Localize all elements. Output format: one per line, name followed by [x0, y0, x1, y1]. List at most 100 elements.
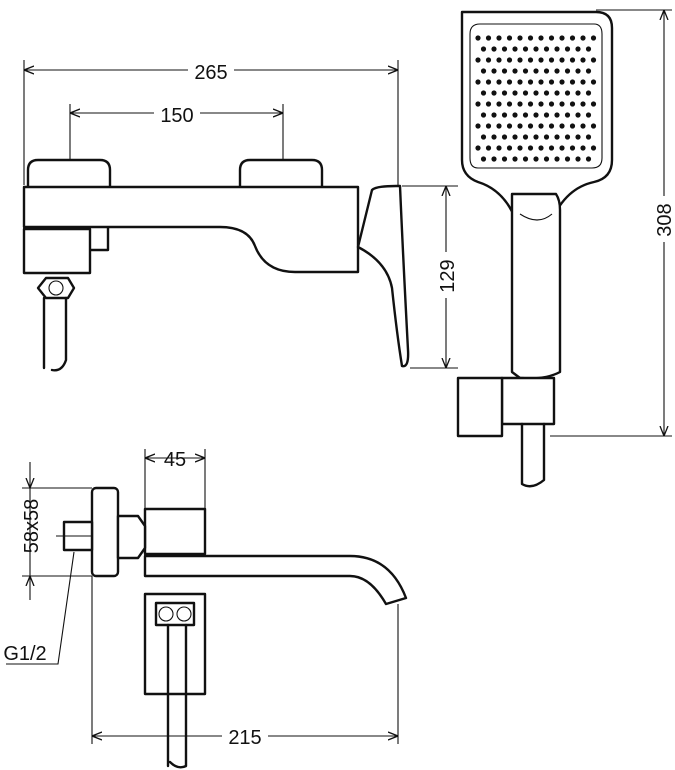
spray-hole: [590, 79, 597, 85]
mixer-lever: [356, 184, 410, 368]
spray-hole: [590, 145, 597, 151]
shower-spray-holes: [475, 35, 597, 162]
spray-hole: [538, 101, 544, 107]
spray-hole: [580, 145, 586, 151]
spray-hole: [496, 57, 502, 63]
spray-hole: [554, 134, 560, 140]
spray-hole: [554, 90, 560, 96]
g12-leader: [6, 551, 75, 665]
spray-hole: [543, 46, 550, 52]
spray-hole: [580, 57, 586, 63]
spray-hole: [517, 123, 523, 129]
spray-hole: [491, 90, 497, 96]
spray-hole: [575, 90, 581, 96]
spray-hole: [506, 79, 513, 85]
spray-hole: [485, 57, 492, 63]
spray-hole: [506, 101, 513, 107]
spray-hole: [485, 145, 492, 151]
spray-hole: [533, 156, 539, 162]
spray-hole: [585, 134, 592, 140]
spray-hole: [575, 68, 581, 74]
spray-hole: [512, 112, 518, 118]
spray-hole: [533, 46, 539, 52]
spray-hole: [569, 35, 576, 41]
spray-hole: [564, 156, 571, 162]
spray-hole: [480, 46, 487, 52]
spray-hole: [522, 112, 529, 118]
spray-hole: [533, 68, 539, 74]
spray-hole: [522, 134, 529, 140]
spray-hole: [485, 35, 492, 41]
spray-hole: [480, 134, 487, 140]
spray-hole: [564, 46, 571, 52]
spray-hole: [501, 46, 508, 52]
spray-hole: [585, 112, 592, 118]
spray-hole: [548, 79, 555, 85]
spray-hole: [485, 101, 492, 107]
spray-hole: [548, 101, 555, 107]
spray-hole: [564, 134, 571, 140]
spray-hole: [475, 57, 481, 63]
dim-label-total-width: 265: [194, 62, 227, 84]
spray-hole: [527, 79, 534, 85]
spray-hole: [496, 145, 502, 151]
mixer-main-bar: [22, 185, 360, 274]
spout-side-view: [56, 486, 408, 769]
spray-hole: [580, 123, 586, 129]
lower-pipe: [166, 623, 188, 769]
spray-hole: [564, 68, 571, 74]
spray-hole: [533, 90, 539, 96]
spray-hole: [491, 68, 497, 74]
spray-hole: [590, 35, 597, 41]
inlet-pipe: [42, 296, 68, 372]
spray-hole: [564, 90, 571, 96]
spray-hole: [501, 68, 508, 74]
spray-hole: [506, 35, 513, 41]
spray-hole: [533, 134, 539, 140]
dim-label-hand-shower-length: 308: [654, 203, 675, 236]
spray-hole: [548, 35, 555, 41]
spray-hole: [522, 46, 529, 52]
spray-hole: [491, 112, 497, 118]
spray-hole: [506, 57, 513, 63]
spray-hole: [543, 90, 550, 96]
spray-hole: [538, 79, 544, 85]
spray-hole: [575, 46, 581, 52]
dim-label-flange-depth: 45: [164, 449, 186, 471]
spray-hole: [533, 112, 539, 118]
spray-hole: [538, 35, 544, 41]
spray-hole: [548, 57, 555, 63]
spout-body-box: [143, 507, 207, 556]
spray-hole: [580, 101, 586, 107]
spray-hole: [501, 134, 508, 140]
spray-hole: [559, 101, 565, 107]
spray-hole: [496, 123, 502, 129]
spray-hole: [569, 145, 576, 151]
flange-nut: [116, 514, 147, 560]
wall-bracket: [456, 376, 504, 438]
spray-hole: [538, 145, 544, 151]
spray-hole: [491, 156, 497, 162]
mixer-top-view: [22, 158, 410, 372]
spray-hole: [569, 79, 576, 85]
spray-hole: [491, 46, 497, 52]
shower-handle-crease: [519, 213, 553, 221]
spray-hole: [506, 123, 513, 129]
shower-handle: [510, 192, 562, 380]
spray-hole: [543, 68, 550, 74]
spray-hole: [590, 123, 597, 129]
spray-hole: [585, 90, 592, 96]
spray-hole: [475, 123, 481, 129]
spray-hole: [475, 79, 481, 85]
dim-label-thread: G1/2: [3, 643, 46, 665]
dim-label-handle-spacing: 150: [160, 105, 193, 127]
spray-hole: [564, 112, 571, 118]
spray-hole: [506, 145, 513, 151]
spray-hole: [512, 134, 518, 140]
shower-holder-connector: [500, 376, 556, 426]
spray-hole: [569, 123, 576, 129]
spray-hole: [554, 46, 560, 52]
shower-face: [469, 23, 603, 169]
spray-hole: [517, 79, 523, 85]
spray-hole: [559, 57, 565, 63]
